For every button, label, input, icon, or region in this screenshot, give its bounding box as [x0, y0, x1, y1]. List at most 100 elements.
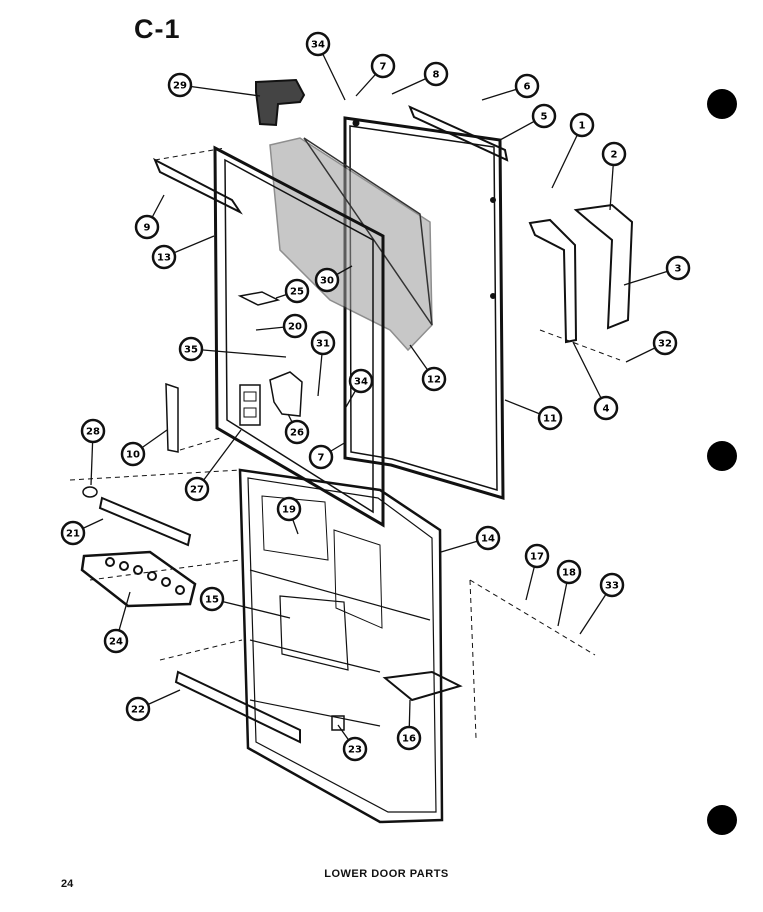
callout-circle-5 — [531, 103, 557, 129]
callout-7: 7 — [355, 53, 396, 97]
callout-label-27: 27 — [190, 485, 204, 496]
part-4-hinge-bracket — [528, 218, 578, 344]
callout-label-8: 8 — [433, 70, 440, 81]
callout-circle-29 — [167, 72, 193, 98]
part-13-door-frame — [213, 145, 385, 528]
part-21-shelf-retainer — [98, 496, 192, 547]
callout-circle-21 — [60, 520, 86, 546]
callout-circle-35 — [178, 336, 204, 362]
part-10-side-strip — [165, 382, 221, 453]
callout-label-1: 1 — [579, 121, 586, 132]
callout-label-12: 12 — [427, 375, 441, 386]
callout-circle-24 — [103, 628, 129, 654]
callout-circle-7 — [308, 444, 334, 470]
callout-label-6: 6 — [524, 82, 531, 93]
callout-label-22: 22 — [131, 705, 145, 716]
callout-21: 21 — [60, 518, 104, 546]
callout-label-16: 16 — [402, 734, 416, 745]
callout-circle-22 — [125, 696, 151, 722]
callout-3: 3 — [623, 255, 691, 286]
page-number: 24 — [61, 878, 74, 890]
callout-1: 1 — [551, 112, 595, 189]
callout-circle-32 — [652, 330, 678, 356]
callout-11: 11 — [504, 399, 563, 431]
callout-24: 24 — [103, 591, 131, 654]
callout-22: 22 — [125, 689, 181, 722]
callout-leader-4 — [572, 341, 607, 409]
callout-label-33: 33 — [605, 581, 619, 592]
callout-4: 4 — [572, 341, 619, 421]
page-heading: C-1 — [134, 14, 181, 44]
callout-18: 18 — [556, 559, 582, 627]
callout-35: 35 — [178, 336, 287, 362]
callout-label-9: 9 — [144, 223, 151, 234]
callout-label-14: 14 — [481, 534, 495, 545]
binder-hole-bottom — [707, 805, 737, 835]
callout-label-26: 26 — [290, 428, 304, 439]
callout-circle-15 — [199, 586, 225, 612]
callout-leader-35 — [190, 348, 287, 358]
callout-12: 12 — [409, 344, 447, 392]
callout-label-5: 5 — [541, 112, 548, 123]
callout-leader-15 — [211, 598, 291, 619]
callout-34: 34 — [345, 368, 374, 408]
callout-31: 31 — [310, 330, 336, 397]
callout-label-29: 29 — [173, 81, 187, 92]
binder-hole-top — [707, 89, 737, 119]
callout-layer: 3478651233241112302991325203531347262710… — [60, 31, 691, 762]
callout-29: 29 — [167, 72, 261, 98]
callout-15: 15 — [199, 586, 291, 619]
callout-32: 32 — [625, 330, 678, 363]
callout-circle-30 — [314, 267, 340, 293]
callout-circle-4 — [593, 395, 619, 421]
callout-circle-26 — [284, 419, 310, 445]
callout-33: 33 — [579, 572, 625, 635]
callout-label-20: 20 — [288, 322, 302, 333]
callout-5: 5 — [499, 103, 557, 141]
callout-circle-11 — [537, 405, 563, 431]
callout-23: 23 — [337, 724, 368, 762]
callout-2: 2 — [601, 141, 627, 211]
callout-label-32: 32 — [658, 339, 672, 350]
callout-circle-18 — [556, 559, 582, 585]
callout-label-3: 3 — [675, 264, 682, 275]
callout-6: 6 — [481, 73, 540, 101]
callout-label-18: 18 — [562, 568, 576, 579]
callout-circle-13 — [151, 244, 177, 270]
callout-circle-10 — [120, 441, 146, 467]
callout-circle-7 — [370, 53, 396, 79]
callout-label-10: 10 — [126, 450, 140, 461]
callout-13: 13 — [151, 235, 215, 270]
callout-label-24: 24 — [109, 637, 123, 648]
callout-circle-23 — [342, 736, 368, 762]
callout-9: 9 — [134, 194, 165, 240]
callout-label-31: 31 — [316, 339, 330, 350]
part-14-inner-door-liner — [238, 468, 444, 824]
page-caption: LOWER DOOR PARTS — [324, 868, 449, 880]
callout-circle-27 — [184, 476, 210, 502]
callout-circle-9 — [134, 214, 160, 240]
callout-label-7: 7 — [318, 453, 325, 464]
callout-28: 28 — [80, 418, 106, 486]
callout-circle-14 — [475, 525, 501, 551]
part-12-insulation-block — [269, 137, 433, 352]
callout-circle-8 — [423, 61, 449, 87]
callout-circle-33 — [599, 572, 625, 598]
part-27-stop-plate — [239, 384, 261, 426]
callout-label-17: 17 — [530, 552, 544, 563]
callout-25: 25 — [275, 278, 310, 304]
guide-lines — [69, 329, 621, 739]
callout-label-4: 4 — [603, 404, 610, 415]
callout-label-28: 28 — [86, 427, 100, 438]
callout-34: 34 — [305, 31, 346, 101]
part-28-button — [82, 486, 98, 498]
callout-7: 7 — [308, 441, 347, 470]
binder-hole-middle — [707, 441, 737, 471]
callout-circle-12 — [421, 366, 447, 392]
callout-label-34: 34 — [354, 377, 368, 388]
callout-10: 10 — [120, 429, 168, 467]
callout-label-21: 21 — [66, 529, 80, 540]
callout-leader-27 — [196, 429, 242, 490]
